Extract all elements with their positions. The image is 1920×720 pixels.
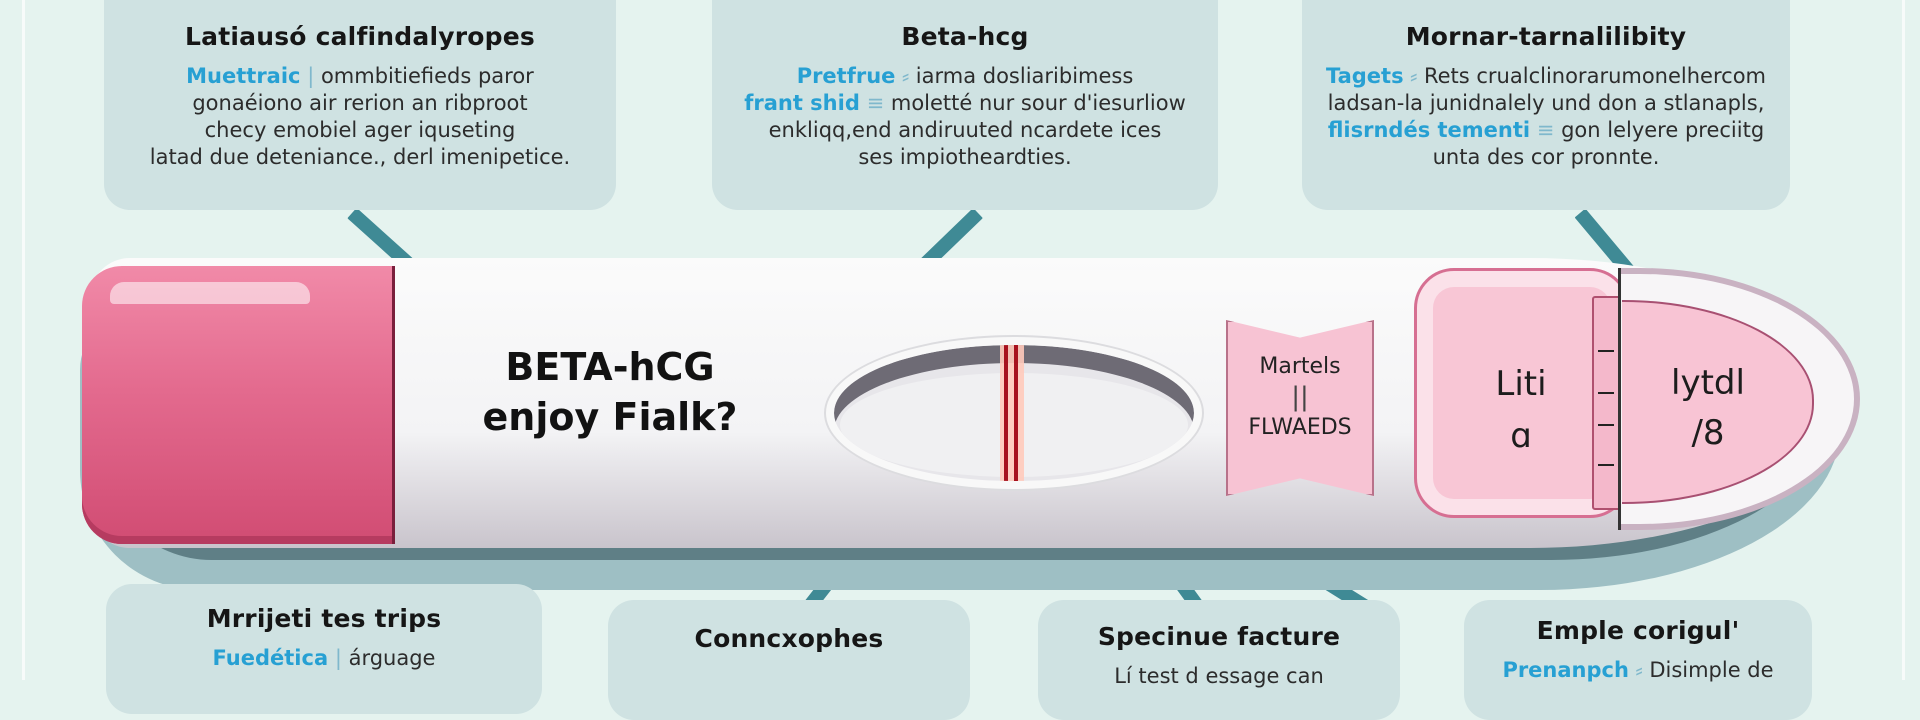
callout-top-3: Mornar-tarnalilibity Tagets ⸗ Rets crual… xyxy=(1302,0,1790,210)
callout-body: Fuedética | árguage xyxy=(106,645,542,672)
callout-text: ses impiotheardties. xyxy=(858,145,1072,169)
callout-text: iarma dosliaribimess xyxy=(915,64,1134,88)
device-label-line2: enjoy Fialk? xyxy=(482,395,738,439)
callout-title: Conncxophes xyxy=(694,624,884,653)
separator: ⸗ xyxy=(1635,658,1643,682)
callout-keyword: Muettraic xyxy=(186,64,301,88)
banner-bottom-text: FLWAEDS xyxy=(1248,415,1352,440)
callout-bottom-1: Mrrijeti tes trips Fuedética | árguage xyxy=(106,584,542,714)
test-device-cap xyxy=(82,266,395,544)
callout-keyword: frant shid xyxy=(744,91,860,115)
device-label-line1: BETA-hCG xyxy=(505,345,715,389)
callout-text: gon lelyere preciitg xyxy=(1561,118,1765,142)
banner-divider: || xyxy=(1291,382,1309,412)
callout-text: ommbitiefieds paror xyxy=(320,64,534,88)
result-window xyxy=(826,337,1202,489)
callout-title: Mornar-tarnalilibity xyxy=(1405,22,1687,51)
grip-label-line1: Liti xyxy=(1495,364,1547,404)
callout-bottom-4: Emple corigul' Prenanpch ⸗ Disimple de xyxy=(1464,600,1812,720)
frame-border-right xyxy=(1902,0,1905,680)
callout-text: unta des cor pronnte. xyxy=(1432,145,1660,169)
callout-keyword: Prenanpch xyxy=(1502,658,1629,682)
frame-border-left xyxy=(22,0,25,680)
device-label: BETA-hCG enjoy Fialk? xyxy=(470,342,750,442)
separator: ⸗ xyxy=(902,64,910,88)
callout-body: Muettraic | ommbitiefieds paror gonaéion… xyxy=(104,63,616,171)
test-line-1 xyxy=(1004,345,1008,481)
scale-tick xyxy=(1598,464,1614,466)
callout-text: Rets crualclinorarumonelhercom xyxy=(1423,64,1767,88)
scale-tick xyxy=(1598,350,1614,352)
callout-body: Tagets ⸗ Rets crualclinorarumonelhercom … xyxy=(1302,63,1790,171)
callout-title: Emple corigul' xyxy=(1536,616,1740,645)
scale-tick xyxy=(1598,424,1614,426)
callout-body: Prenanpch ⸗ Disimple de xyxy=(1464,657,1812,684)
callout-title: Beta-hcg xyxy=(901,22,1029,51)
banner-top-text: Martels xyxy=(1259,354,1341,379)
tip-label-line2: /8 xyxy=(1691,413,1725,453)
callout-body: Lí test d essage can xyxy=(1114,664,1324,688)
separator: ≡ xyxy=(1536,118,1555,142)
callout-body: Pretfrue ⸗ iarma dosliaribimess frant sh… xyxy=(712,63,1218,171)
tip-label-line1: lytdl xyxy=(1671,363,1745,403)
callout-title: Mrrijeti tes trips xyxy=(206,604,442,633)
callout-top-2: Beta-hcg Pretfrue ⸗ iarma dosliaribimess… xyxy=(712,0,1218,210)
callout-bottom-3: Specinue facture Lí test d essage can xyxy=(1038,600,1400,720)
callout-keyword: Pretfrue xyxy=(796,64,896,88)
separator: ⸗ xyxy=(1410,64,1418,88)
callout-text: ladsan-la junidnalely und don a stlanapl… xyxy=(1327,91,1765,115)
callout-keyword: Fuedética xyxy=(212,646,329,670)
callout-title: Latiausó calfindalyropes xyxy=(185,22,535,51)
test-line-2 xyxy=(1014,345,1018,481)
separator: | xyxy=(334,646,342,670)
callout-text: Disimple de xyxy=(1649,658,1774,682)
device-banner: Martels || FLWAEDS xyxy=(1226,320,1374,496)
tip-divider xyxy=(1618,268,1621,530)
callout-top-1: Latiausó calfindalyropes Muettraic | omm… xyxy=(104,0,616,210)
cap-highlight xyxy=(110,282,310,304)
callout-text: enkliqq,end andiruuted ncardete ices xyxy=(768,118,1162,142)
callout-text: moletté nur sour d'iesurliow xyxy=(890,91,1186,115)
callout-text: latad due deteniance., derl imenipetice. xyxy=(149,145,571,169)
callout-title: Specinue facture xyxy=(1097,622,1341,651)
grip-label-line2: ɑ xyxy=(1510,416,1532,456)
separator: ≡ xyxy=(866,91,885,115)
callout-text: gonaéiono air rerion an ribproot xyxy=(192,91,528,115)
callout-text: árguage xyxy=(348,646,436,670)
callout-keyword: Tagets xyxy=(1325,64,1404,88)
callout-bottom-2: Conncxophes xyxy=(608,600,970,720)
tip-label: lytdl /8 xyxy=(1648,358,1768,458)
grip-label: Liti ɑ xyxy=(1466,358,1576,462)
separator: | xyxy=(307,64,315,88)
scale-tick xyxy=(1598,392,1614,394)
callout-text: checy emobiel ager iquseting xyxy=(204,118,516,142)
callout-keyword: flisrndés tementi xyxy=(1327,118,1531,142)
